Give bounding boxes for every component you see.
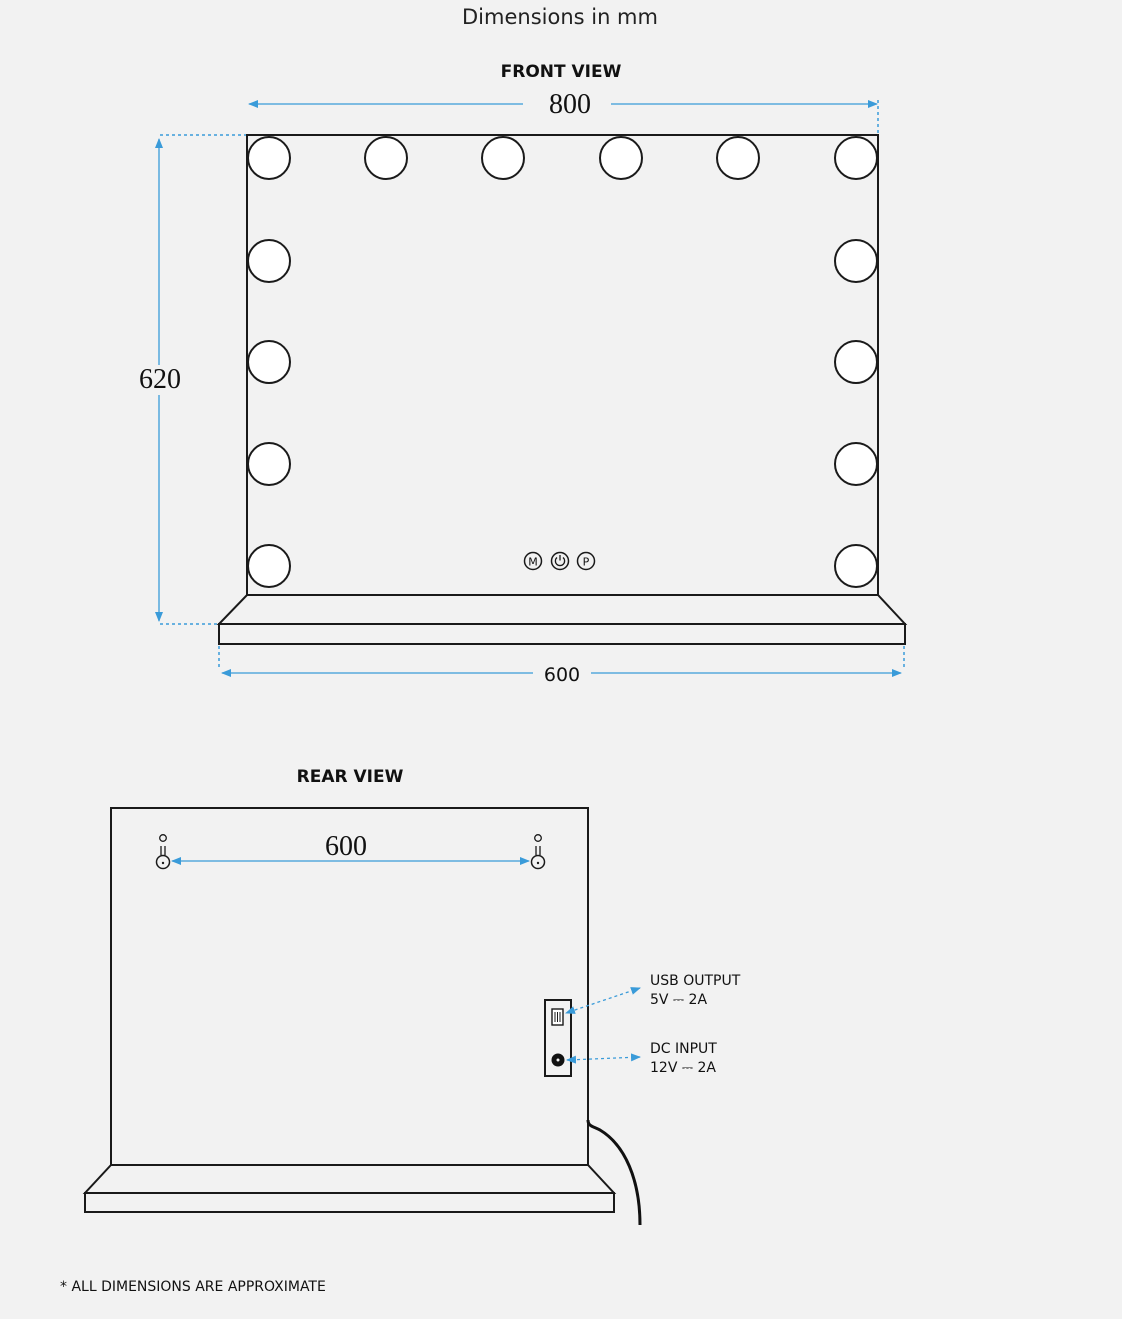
usb-output-title: USB OUTPUT	[650, 973, 741, 989]
page-title: Dimensions in mm	[462, 5, 658, 29]
power-icon[interactable]	[550, 551, 570, 571]
dc-input-spec: 12V ⎓ 2A	[650, 1060, 716, 1076]
usb-callout-line	[565, 987, 641, 1014]
front-base-value: 600	[544, 664, 580, 686]
bulb	[716, 136, 760, 180]
front-width-value: 800	[549, 89, 591, 120]
front-width-dimension: 800	[248, 89, 879, 134]
usb-output-spec: 5V ⎓ 2A	[650, 992, 707, 1008]
bulb	[364, 136, 408, 180]
preset-button[interactable]: P	[576, 551, 596, 571]
dc-jack-icon	[551, 1053, 565, 1067]
bulb	[834, 544, 878, 588]
front-height-dimension: 620	[139, 134, 246, 625]
front-height-value: 620	[139, 364, 181, 395]
bulb	[247, 136, 291, 180]
port-panel	[544, 999, 572, 1077]
bulb	[481, 136, 525, 180]
bulb	[834, 442, 878, 486]
rear-view-label: REAR VIEW	[297, 767, 404, 787]
mode-button[interactable]: M	[523, 551, 543, 571]
bulb	[834, 340, 878, 384]
touch-controls[interactable]: M P	[523, 551, 596, 571]
bulb	[247, 442, 291, 486]
dc-input-title: DC INPUT	[650, 1041, 717, 1057]
preset-button-label: P	[583, 556, 590, 569]
keyhole-left-icon	[155, 834, 171, 870]
rear-base	[82, 1164, 617, 1213]
front-view-label: FRONT VIEW	[501, 62, 622, 82]
usb-port-icon	[551, 1008, 564, 1026]
dc-callout-line	[566, 1053, 641, 1064]
mode-button-label: M	[528, 556, 538, 569]
power-cable	[586, 1119, 642, 1226]
bulb	[834, 136, 878, 180]
rear-hole-value: 600	[325, 831, 367, 862]
mirror-bulbs	[247, 136, 878, 588]
bulb	[247, 239, 291, 283]
footer-note: * ALL DIMENSIONS ARE APPROXIMATE	[60, 1279, 326, 1295]
front-base-dimension: 600	[218, 646, 905, 686]
bulb	[834, 239, 878, 283]
bulb	[247, 544, 291, 588]
rear-hole-dimension: 600	[171, 831, 530, 865]
bulb	[247, 340, 291, 384]
keyhole-right-icon	[530, 834, 546, 870]
front-mirror-frame	[246, 134, 879, 596]
bulb	[599, 136, 643, 180]
front-base	[216, 594, 908, 645]
